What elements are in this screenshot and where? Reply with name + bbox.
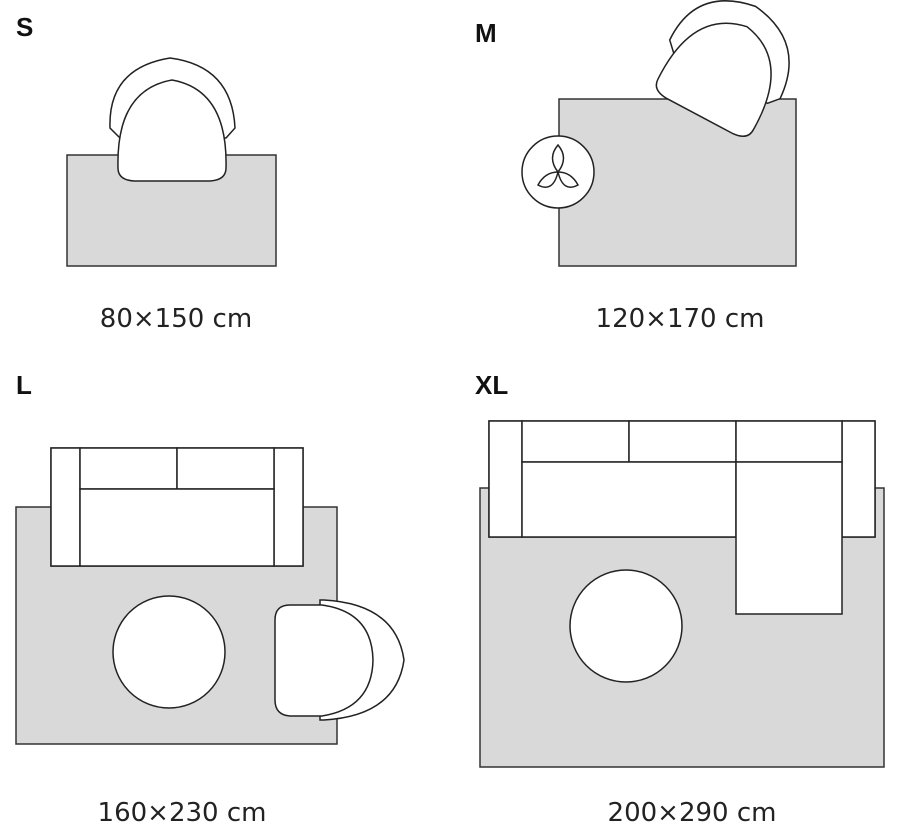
size-label-m: M bbox=[475, 18, 497, 48]
size-label-l: L bbox=[16, 370, 32, 400]
panel-l bbox=[15, 447, 405, 745]
panel-s bbox=[66, 57, 277, 267]
armchair-m bbox=[655, 0, 790, 138]
dimensions-l: 160×230 cm bbox=[97, 798, 267, 828]
plant-m bbox=[521, 135, 595, 209]
panel-xl bbox=[479, 420, 885, 768]
panel-m bbox=[521, 0, 797, 267]
sectional-sofa-xl bbox=[488, 420, 876, 615]
armchair-s bbox=[109, 57, 236, 182]
sofa-l bbox=[50, 447, 304, 567]
dimensions-xl: 200×290 cm bbox=[607, 798, 777, 828]
size-label-s: S bbox=[16, 12, 34, 42]
armchair-l bbox=[274, 599, 405, 721]
dimensions-m: 120×170 cm bbox=[595, 304, 765, 334]
coffee-table-l bbox=[112, 595, 226, 709]
size-label-xl: XL bbox=[475, 370, 509, 400]
rug-m bbox=[558, 98, 797, 267]
dimensions-s: 80×150 cm bbox=[99, 304, 253, 334]
coffee-table-xl bbox=[569, 569, 683, 683]
